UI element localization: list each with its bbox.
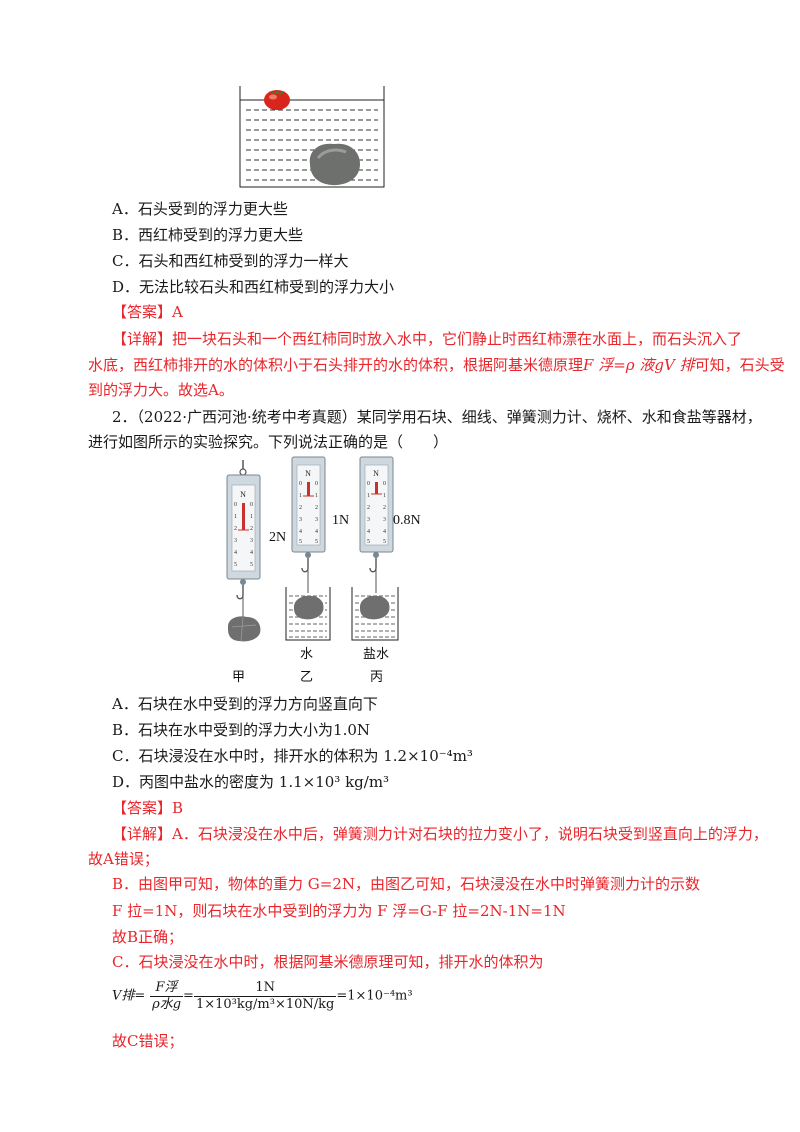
svg-text:4: 4 [299, 529, 302, 535]
q1-option-b: B．西红柿受到的浮力更大些 [112, 226, 304, 244]
q2-detail-a-line2: 故A错误； [88, 850, 159, 868]
detail-text: 把一块石头和一个西红柿同时放入水中，它们静止时西红柿漂在水面上，而石头沉入了 [172, 330, 743, 348]
detail-text: 可知，石头受 [694, 356, 785, 374]
stone-icon [309, 143, 360, 186]
spring-scale-yi: N 0 0 1 1 2 2 3 3 4 4 5 5 [285, 456, 349, 684]
svg-text:5: 5 [250, 562, 253, 568]
detail-text: A．石块浸没在水中后，弹簧测力计对石块的拉力变小了，说明石块受到竖直向上的浮力， [172, 825, 768, 843]
q2-answer: 【答案】B [112, 799, 184, 817]
q2-detail-c-line2: 故C错误； [112, 1032, 184, 1050]
detail-text: 水底，西红柿排开的水的体积小于石头排开的水的体积，根据阿基米德原理 [88, 356, 584, 374]
frac2-denominator: 1×10³kg/m³×10N/kg [195, 997, 335, 1012]
svg-text:1: 1 [367, 493, 370, 499]
buoyancy-formula: V排= F浮 ρ水g = 1N 1×10³kg/m³×10N/kg =1×10⁻… [112, 980, 413, 1013]
q1-option-d: D．无法比较石头和西红柿受到的浮力大小 [112, 278, 395, 296]
liquid-label-water: 水 [300, 646, 313, 661]
svg-text:3: 3 [250, 538, 253, 544]
q1-option-a: A．石头受到的浮力更大些 [112, 200, 288, 218]
svg-text:N: N [373, 469, 379, 478]
q2-option-a: A．石块在水中受到的浮力方向竖直向下 [112, 695, 378, 713]
svg-text:3: 3 [299, 517, 302, 523]
reading-jia: 2N [269, 530, 286, 545]
svg-text:0: 0 [315, 481, 318, 487]
svg-text:0: 0 [383, 481, 386, 487]
svg-text:2: 2 [250, 526, 253, 532]
svg-text:2: 2 [234, 526, 237, 532]
svg-text:4: 4 [234, 550, 237, 556]
q1-detail-line1: 【详解】把一块石头和一个西红柿同时放入水中，它们静止时西红柿漂在水面上，而石头沉… [112, 329, 742, 349]
svg-text:N: N [240, 490, 246, 499]
svg-text:5: 5 [367, 539, 370, 545]
q2-option-b: B．石块在水中受到的浮力大小为1.0N [112, 721, 371, 739]
svg-text:0: 0 [250, 502, 253, 508]
q2-detail-b-line2: F 拉=1N，则石块在水中受到的浮力为 F 浮=G-F 拉=2N-1N=1N [112, 902, 566, 920]
svg-text:4: 4 [250, 550, 253, 556]
svg-text:3: 3 [367, 517, 370, 523]
q1-answer: 【答案】A [112, 303, 183, 321]
reading-bing: 0.8N [393, 513, 421, 528]
spring-scale-bing: N 0 0 1 1 2 2 3 3 4 4 5 5 [351, 456, 421, 684]
liquid-label-saltwater: 盐水 [363, 646, 389, 661]
q2-stem-line2: 进行如图所示的实验探究。下列说法正确的是（ ） [88, 433, 449, 451]
q2-detail-b-line3: 故B正确； [112, 928, 184, 946]
svg-text:4: 4 [315, 529, 318, 535]
svg-text:1: 1 [234, 514, 237, 520]
panel-label-jia: 甲 [232, 669, 245, 684]
tomato-icon [264, 90, 290, 110]
q2-option-c: C．石块浸没在水中时，排开水的体积为 1.2×10⁻⁴m³ [112, 747, 473, 765]
frac1-denominator: ρ水g [152, 997, 182, 1012]
detail-formula: F 浮=ρ 液gV 排 [583, 356, 695, 374]
q2-detail-b-line1: B．由图甲可知，物体的重力 G=2N，由图乙可知，石块浸没在水中时弹簧测力计的示… [112, 875, 701, 893]
formula-result: =1×10⁻⁴m³ [336, 988, 413, 1004]
svg-text:2: 2 [367, 505, 370, 511]
detail-tag: 【详解】 [112, 825, 173, 843]
svg-text:0: 0 [367, 481, 370, 487]
formula-lhs: V排= [112, 988, 146, 1004]
q2-option-d: D．丙图中盐水的密度为 1.1×10³ kg/m³ [112, 773, 390, 791]
reading-yi: 1N [332, 513, 349, 528]
svg-text:1: 1 [250, 514, 253, 520]
formula-fraction-1: F浮 ρ水g [150, 980, 184, 1013]
tank-figure [238, 84, 388, 190]
svg-text:2: 2 [315, 505, 318, 511]
svg-text:0: 0 [299, 481, 302, 487]
svg-text:3: 3 [234, 538, 237, 544]
svg-text:1: 1 [315, 493, 318, 499]
panel-label-bing: 丙 [370, 669, 383, 684]
svg-text:4: 4 [367, 529, 370, 535]
svg-text:N: N [305, 469, 311, 478]
svg-text:4: 4 [383, 529, 386, 535]
frac2-numerator: 1N [193, 980, 337, 997]
frac1-numerator: F浮 [150, 980, 184, 997]
svg-text:0: 0 [234, 502, 237, 508]
q1-option-c: C．石头和西红柿受到的浮力一样大 [112, 252, 349, 270]
spring-scale-jia: N 0 0 1 1 2 2 3 3 4 4 5 5 2N 甲 [226, 460, 286, 684]
q2-detail-a-line1: 【详解】A．石块浸没在水中后，弹簧测力计对石块的拉力变小了，说明石块受到竖直向上… [112, 824, 768, 844]
svg-text:2: 2 [383, 505, 386, 511]
svg-text:5: 5 [234, 562, 237, 568]
q1-detail-line2: 水底，西红柿排开的水的体积小于石头排开的水的体积，根据阿基米德原理F 浮=ρ 液… [88, 355, 785, 375]
svg-text:1: 1 [299, 493, 302, 499]
svg-text:2: 2 [299, 505, 302, 511]
svg-text:3: 3 [383, 517, 386, 523]
q2-stem-line1: 2．（2022·广西河池·统考中考真题）某同学用石块、细线、弹簧测力计、烧杯、水… [112, 408, 762, 426]
panel-label-yi: 乙 [300, 669, 313, 684]
formula-fraction-2: 1N 1×10³kg/m³×10N/kg [193, 980, 337, 1013]
svg-text:5: 5 [315, 539, 318, 545]
q2-detail-c-line1: C．石块浸没在水中时，根据阿基米德原理可知，排开水的体积为 [112, 953, 544, 971]
svg-text:5: 5 [383, 539, 386, 545]
detail-tag: 【详解】 [112, 330, 173, 348]
svg-text:3: 3 [315, 517, 318, 523]
svg-text:1: 1 [383, 493, 386, 499]
q1-detail-line3: 到的浮力大。故选A。 [88, 381, 234, 399]
svg-text:5: 5 [299, 539, 302, 545]
